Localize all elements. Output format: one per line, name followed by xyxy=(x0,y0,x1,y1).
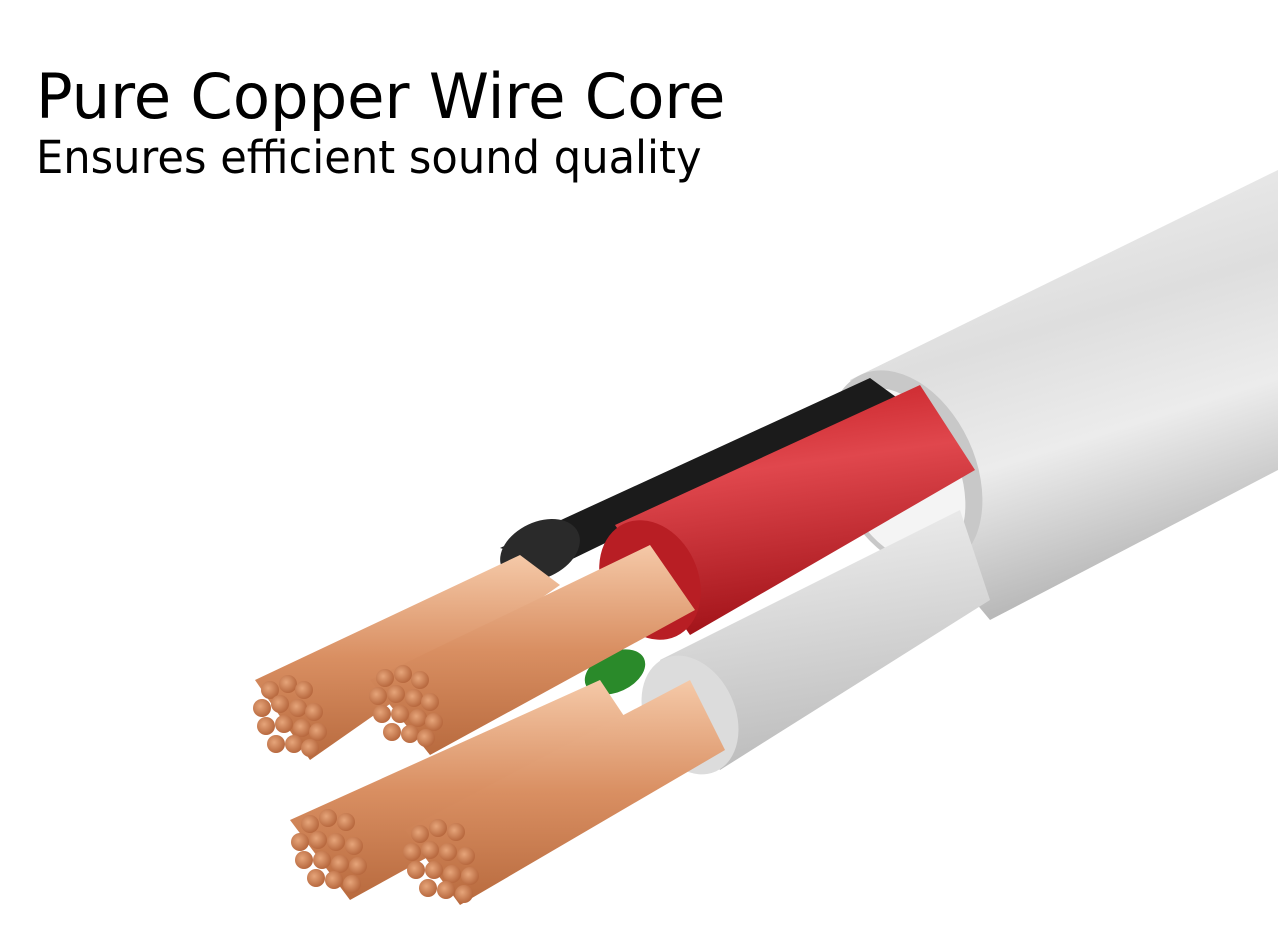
subheadline: Ensures efficient sound quality xyxy=(36,131,702,184)
copper-strands-top-left xyxy=(253,555,560,760)
copper-strands-bottom-right xyxy=(403,680,725,905)
headline: Pure Copper Wire Core xyxy=(36,60,726,133)
copper-strands-top-right xyxy=(369,545,695,755)
copper-strands-bottom-left xyxy=(290,680,640,900)
